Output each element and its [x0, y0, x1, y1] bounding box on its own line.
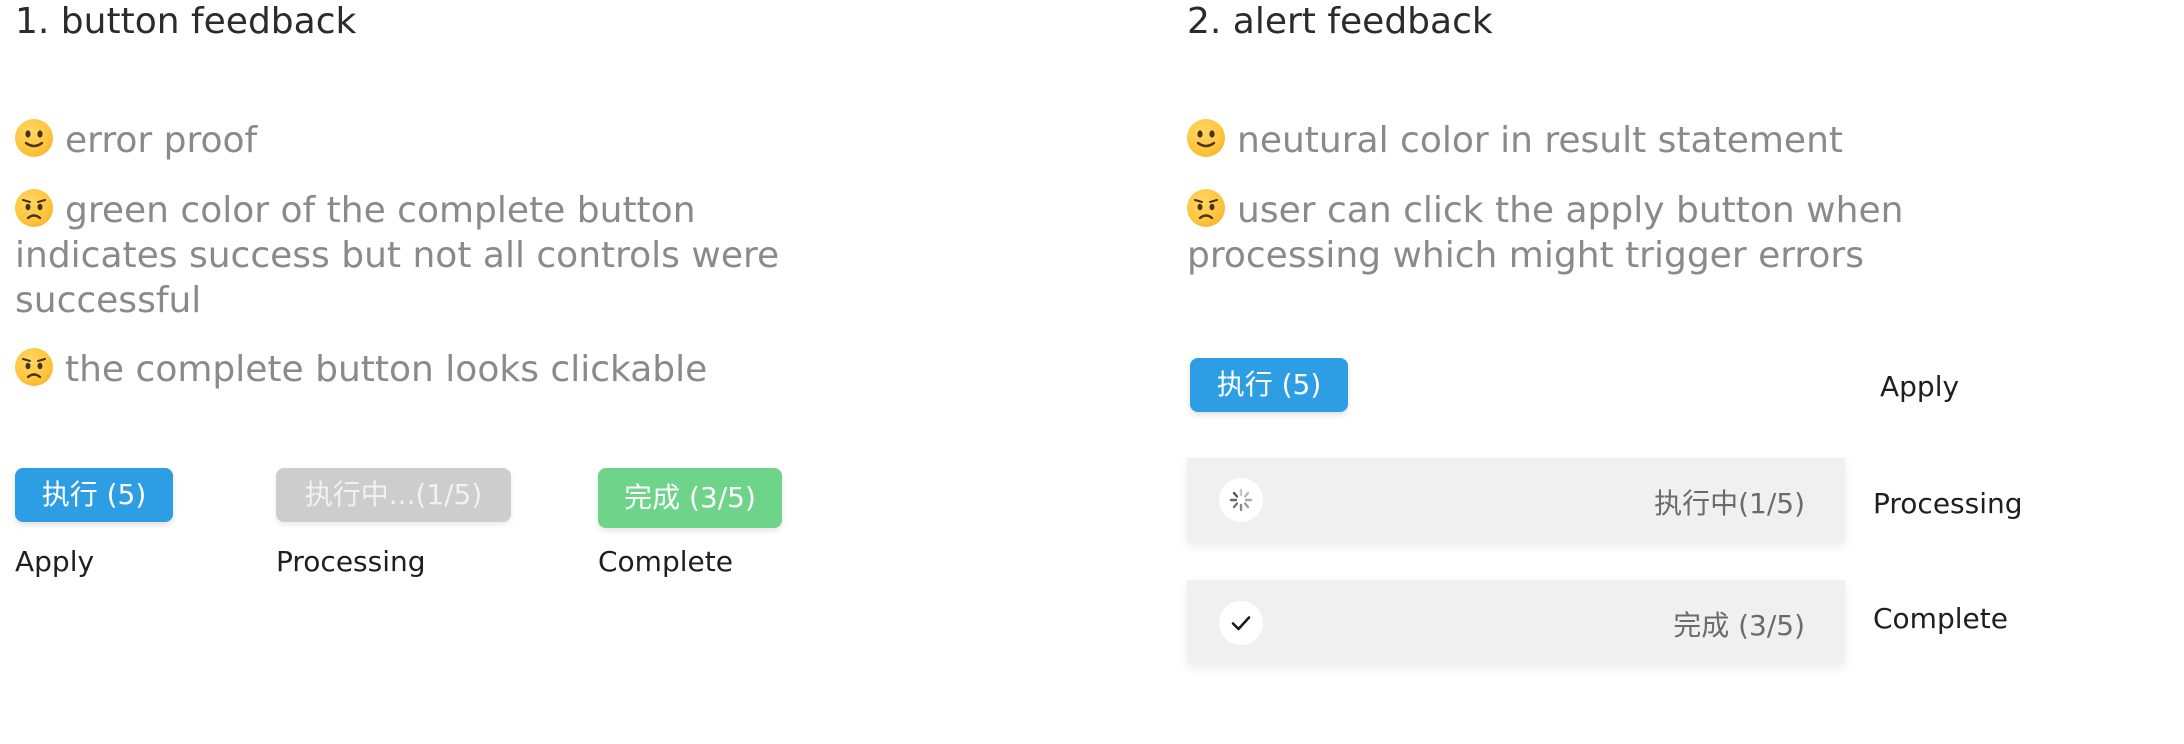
complete-alert-text: 完成 (3/5) — [1673, 609, 1805, 642]
note-item: the complete button looks clickable — [15, 347, 815, 392]
note-item: error proof — [15, 118, 815, 163]
section-title-button-feedback: 1. button feedback — [15, 1, 357, 42]
note-item: green color of the complete button indic… — [15, 188, 795, 323]
note-text: green color of the complete button indic… — [15, 190, 780, 321]
spinner-icon — [1219, 478, 1263, 522]
worried-face-icon — [15, 189, 53, 227]
note-text: user can click the apply button when pro… — [1187, 190, 1904, 276]
complete-caption: Complete — [598, 545, 733, 578]
processing-alert-text: 执行中(1/5) — [1654, 487, 1805, 520]
note-item: user can click the apply button when pro… — [1187, 188, 1967, 278]
processing-button[interactable]: 执行中...(1/5) — [276, 468, 511, 522]
section-title-alert-feedback: 2. alert feedback — [1187, 1, 1493, 42]
slightly-smiling-face-icon — [15, 119, 53, 157]
processing-caption: Processing — [1873, 487, 2023, 520]
apply-caption: Apply — [1880, 370, 1960, 403]
note-item: neutural color in result statement — [1187, 118, 2087, 163]
slightly-smiling-face-icon — [1187, 119, 1225, 157]
complete-caption: Complete — [1873, 602, 2008, 635]
processing-alert: 执行中(1/5) — [1187, 458, 1845, 542]
apply-button[interactable]: 执行 (5) — [1190, 358, 1348, 412]
note-text: the complete button looks clickable — [65, 349, 708, 390]
apply-button[interactable]: 执行 (5) — [15, 468, 173, 522]
complete-alert: 完成 (3/5) — [1187, 580, 1845, 664]
complete-button[interactable]: 完成 (3/5) — [598, 468, 782, 528]
worried-face-icon — [1187, 189, 1225, 227]
check-icon — [1219, 601, 1263, 645]
note-text: error proof — [65, 120, 258, 161]
worried-face-icon — [15, 348, 53, 386]
processing-caption: Processing — [276, 545, 426, 578]
apply-caption: Apply — [15, 545, 95, 578]
note-text: neutural color in result statement — [1237, 120, 1844, 161]
